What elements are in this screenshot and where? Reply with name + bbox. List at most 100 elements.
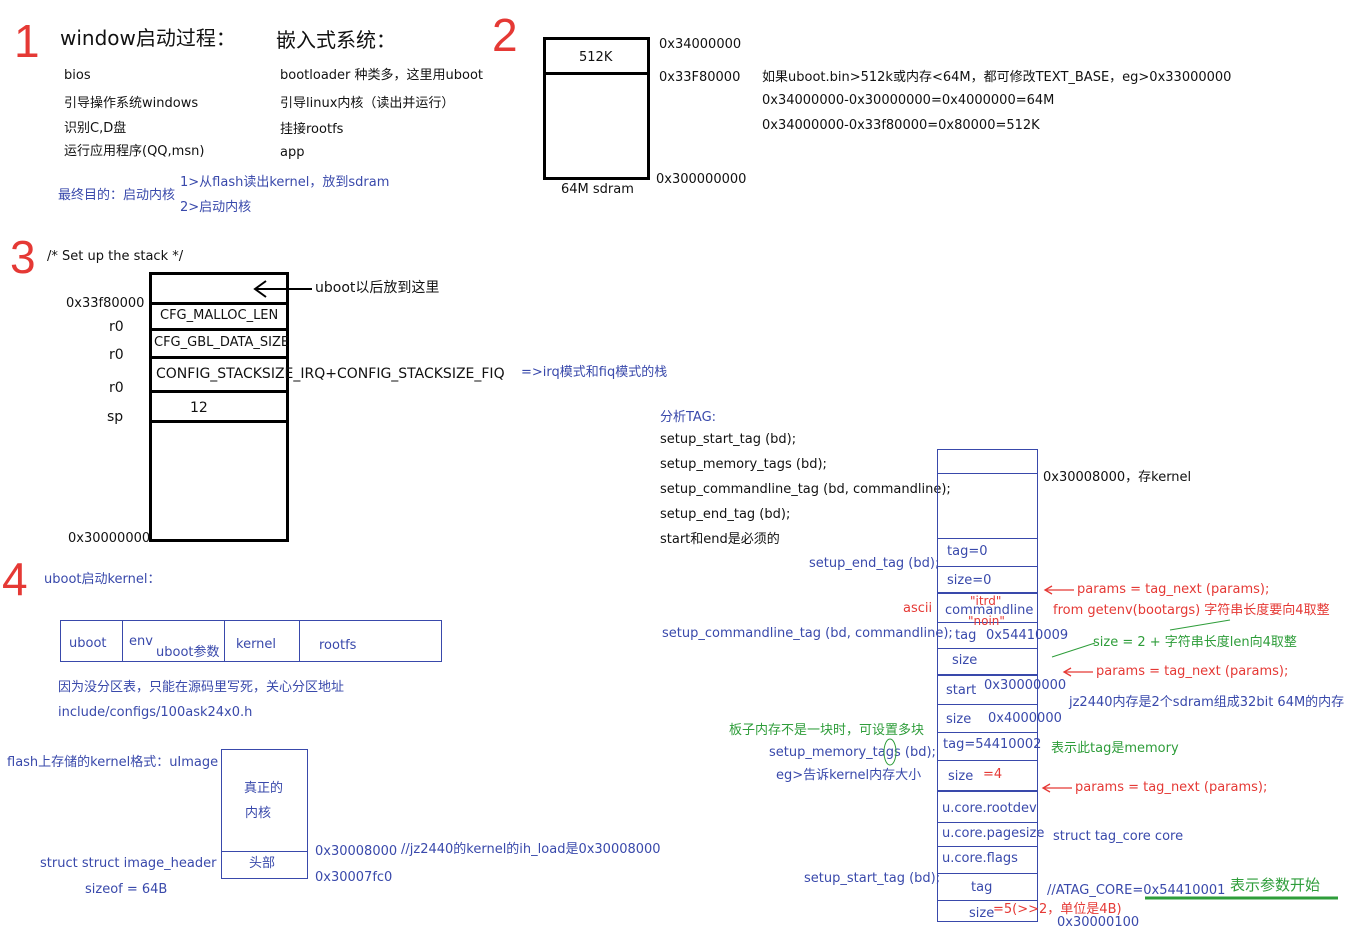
cell-start: start xyxy=(946,683,977,698)
partition-uboot: uboot xyxy=(69,636,107,651)
itrd-string: "itrd" xyxy=(970,594,1002,608)
label-setup-start-tag: setup_start_tag (bd); xyxy=(804,871,941,886)
params-next-1: params = tag_next (params); xyxy=(1077,582,1270,597)
config-header-path: include/configs/100ask24x0.h xyxy=(58,705,253,720)
goal-text: 最终目的：启动内核 xyxy=(58,188,176,203)
stack-box xyxy=(149,272,289,542)
label-setup-end-tag: setup_end_tag (bd); xyxy=(809,556,940,571)
size-formula-note: size = 2 + 字符串长度len向4取整 xyxy=(1093,635,1297,650)
params-next-2: params = tag_next (params); xyxy=(1096,664,1289,679)
mem-divider-4 xyxy=(937,622,1038,623)
partition-sep-2 xyxy=(224,620,225,662)
calc-512k: 0x34000000-0x33f80000=0x80000=512K xyxy=(762,118,1040,133)
text-base-note: 如果uboot.bin>512k或内存<64M，都可修改TEXT_BASE，eg… xyxy=(762,70,1232,85)
cell-tag-cmdline: tag xyxy=(955,628,977,643)
tag-analysis-title: 分析TAG: xyxy=(660,410,717,425)
label-multi-bank-note: 板子内存不是一块时，可设置多块 xyxy=(729,723,925,738)
mem-divider-11 xyxy=(937,822,1038,823)
value-start: 0x30000000 xyxy=(984,678,1067,693)
flash-partition-bar xyxy=(60,620,442,662)
cell-core-rootdev: u.core.rootdev xyxy=(942,801,1037,816)
partition-rootfs: rootfs xyxy=(319,638,357,653)
win-step-1: bios xyxy=(64,68,91,83)
partition-env: env xyxy=(129,634,153,649)
no-partition-table-note: 因为没分区表，只能在源码里写死，关心分区地址 xyxy=(58,680,345,695)
ih-load-note: //jz2440的kernel的ih_load是0x30008000 xyxy=(401,842,661,857)
param-start-note: 表示参数开始 xyxy=(1230,876,1321,894)
call-setup-commandline-tag: setup_commandline_tag (bd, commandline); xyxy=(660,482,951,497)
kernel-load-addr: 0x30008000 xyxy=(315,844,398,859)
reg-r0-3: r0 xyxy=(109,380,124,396)
call-setup-memory-tags: setup_memory_tags (bd); xyxy=(660,457,827,472)
addr-0x300000000: 0x300000000 xyxy=(656,172,747,187)
stack-divider-2 xyxy=(149,328,289,331)
value-size-core: =5(>>2，单位是4B) xyxy=(993,902,1122,917)
value-size-4: =4 xyxy=(983,767,1003,782)
header-addr: 0x30007fc0 xyxy=(315,870,393,885)
image-header-struct: struct struct image_header xyxy=(40,856,217,871)
mem-divider-1 xyxy=(937,538,1038,539)
mem-divider-6 xyxy=(937,674,1038,676)
partition-uboot-params: uboot参数 xyxy=(156,645,220,660)
label-ascii: ascii xyxy=(903,601,933,616)
cell-core-pagesize: u.core.pagesize xyxy=(942,826,1045,841)
mem-divider-10 xyxy=(937,790,1038,792)
params-next-3: params = tag_next (params); xyxy=(1075,780,1268,795)
call-setup-start-tag: setup_start_tag (bd); xyxy=(660,432,797,447)
reg-sp: sp xyxy=(107,409,124,425)
label-setup-memory-tags: setup_memory_tags (bd); xyxy=(769,745,936,760)
getenv-note: from getenv(bootargs) 字符串长度要向4取整 xyxy=(1053,604,1330,617)
mem-divider-12 xyxy=(937,846,1038,847)
cell-tag-0: tag=0 xyxy=(947,544,988,559)
size-pointer-2 xyxy=(1169,619,1231,631)
cell-tag-mem: tag=54410002 xyxy=(943,737,1042,752)
mem-divider-7 xyxy=(937,704,1038,705)
emb-step-4: app xyxy=(280,145,305,160)
cell-size-mem: size xyxy=(946,712,972,727)
value-tag-cmdline: 0x54410009 xyxy=(986,628,1069,643)
uboot-relocate-label: uboot以后放到这里 xyxy=(315,280,440,296)
label-setup-commandline: setup_commandline_tag (bd, commandline); xyxy=(662,626,953,641)
goal-step-2: 2>启动内核 xyxy=(180,200,252,215)
irq-fiq-note: =>irq模式和fiq模式的栈 xyxy=(521,365,668,380)
partition-sep-3 xyxy=(299,620,300,662)
goal-step-1: 1>从flash读出kernel，放到sdram xyxy=(180,175,390,190)
partition-sep-1 xyxy=(122,620,123,662)
stack-divider-5 xyxy=(149,420,289,423)
params-arrow-1 xyxy=(1043,585,1074,595)
calc-64m: 0x34000000-0x30000000=0x4000000=64M xyxy=(762,93,1055,108)
uimage-header-divider xyxy=(221,851,308,852)
uimage-format-note: flash上存储的kernel格式：uImage xyxy=(7,755,219,770)
jz2440-memory-note: jz2440内存是2个sdram组成32bit 64M的内存 xyxy=(1069,695,1345,710)
title-window-boot: window启动过程： xyxy=(60,26,236,50)
uboot-512k-label: 512K xyxy=(579,50,613,65)
value-size-mem: 0x4000000 xyxy=(988,711,1062,726)
cell-stacksize-irq-fiq: CONFIG_STACKSIZE_IRQ+CONFIG_STACKSIZE_FI… xyxy=(156,366,505,382)
stack-divider-4 xyxy=(149,390,289,393)
noin-string: "noin" xyxy=(968,614,1005,628)
cell-size-cmdline: size xyxy=(952,653,978,668)
cell-tag-core: tag xyxy=(971,880,993,895)
start-end-required-note: start和end是必须的 xyxy=(660,532,780,547)
size-pointer-1 xyxy=(1051,642,1096,658)
addr-0x33f80000: 0x33F80000 xyxy=(659,70,741,85)
section-number-3: 3 xyxy=(10,231,36,283)
uimage-box xyxy=(221,749,308,879)
stack-divider-1 xyxy=(149,302,289,305)
stack-comment: /* Set up the stack */ xyxy=(47,249,184,264)
section-number-1: 1 xyxy=(14,15,40,67)
stack-addr-bottom: 0x30000000 xyxy=(68,531,151,546)
cell-core-flags: u.core.flags xyxy=(942,851,1018,866)
mem-divider-14 xyxy=(937,900,1038,901)
image-header-sizeof: sizeof = 64B xyxy=(85,882,168,897)
kernel-addr-note: 0x30008000，存kernel xyxy=(1043,470,1192,485)
title-embedded-boot: 嵌入式系统： xyxy=(276,28,396,52)
win-step-4: 运行应用程序(QQ,msn) xyxy=(64,144,205,159)
mem-divider-3 xyxy=(937,592,1038,594)
mem-divider-9 xyxy=(937,760,1038,761)
call-setup-end-tag: setup_end_tag (bd); xyxy=(660,507,791,522)
sdram-64m-label: 64M sdram xyxy=(561,182,634,197)
mem-divider-13 xyxy=(937,873,1038,874)
win-step-3: 识别C,D盘 xyxy=(64,121,127,136)
addr-0x34000000: 0x34000000 xyxy=(659,37,742,52)
